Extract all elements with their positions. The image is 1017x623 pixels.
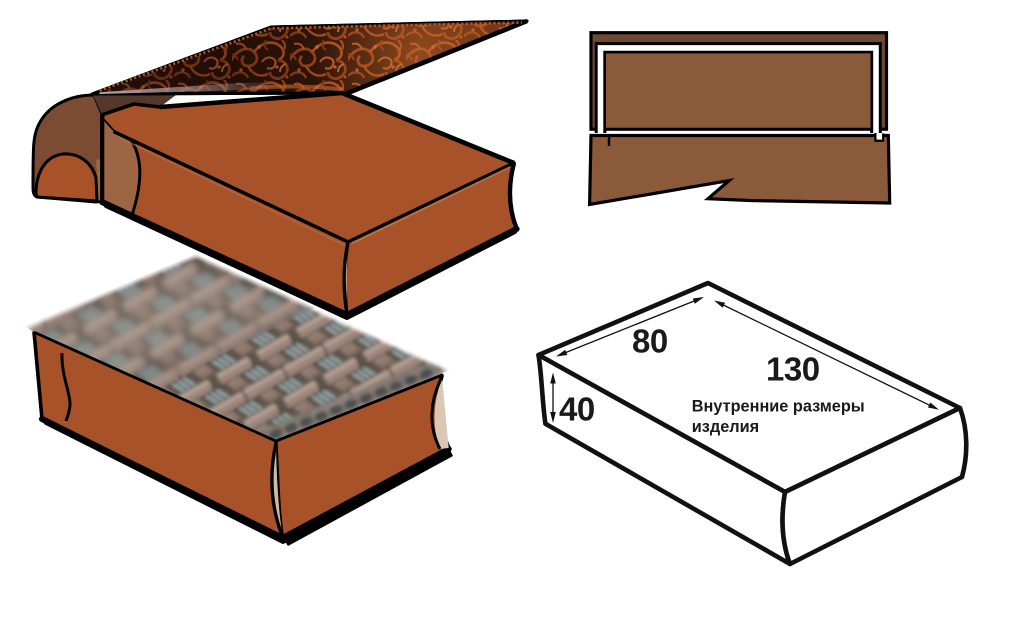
svg-text:изделия: изделия (692, 418, 759, 436)
svg-text:130: 130 (766, 351, 820, 388)
svg-text:80: 80 (632, 323, 668, 360)
svg-text:Внутренние размеры: Внутренние размеры (692, 398, 865, 416)
svg-text:40: 40 (559, 390, 595, 427)
